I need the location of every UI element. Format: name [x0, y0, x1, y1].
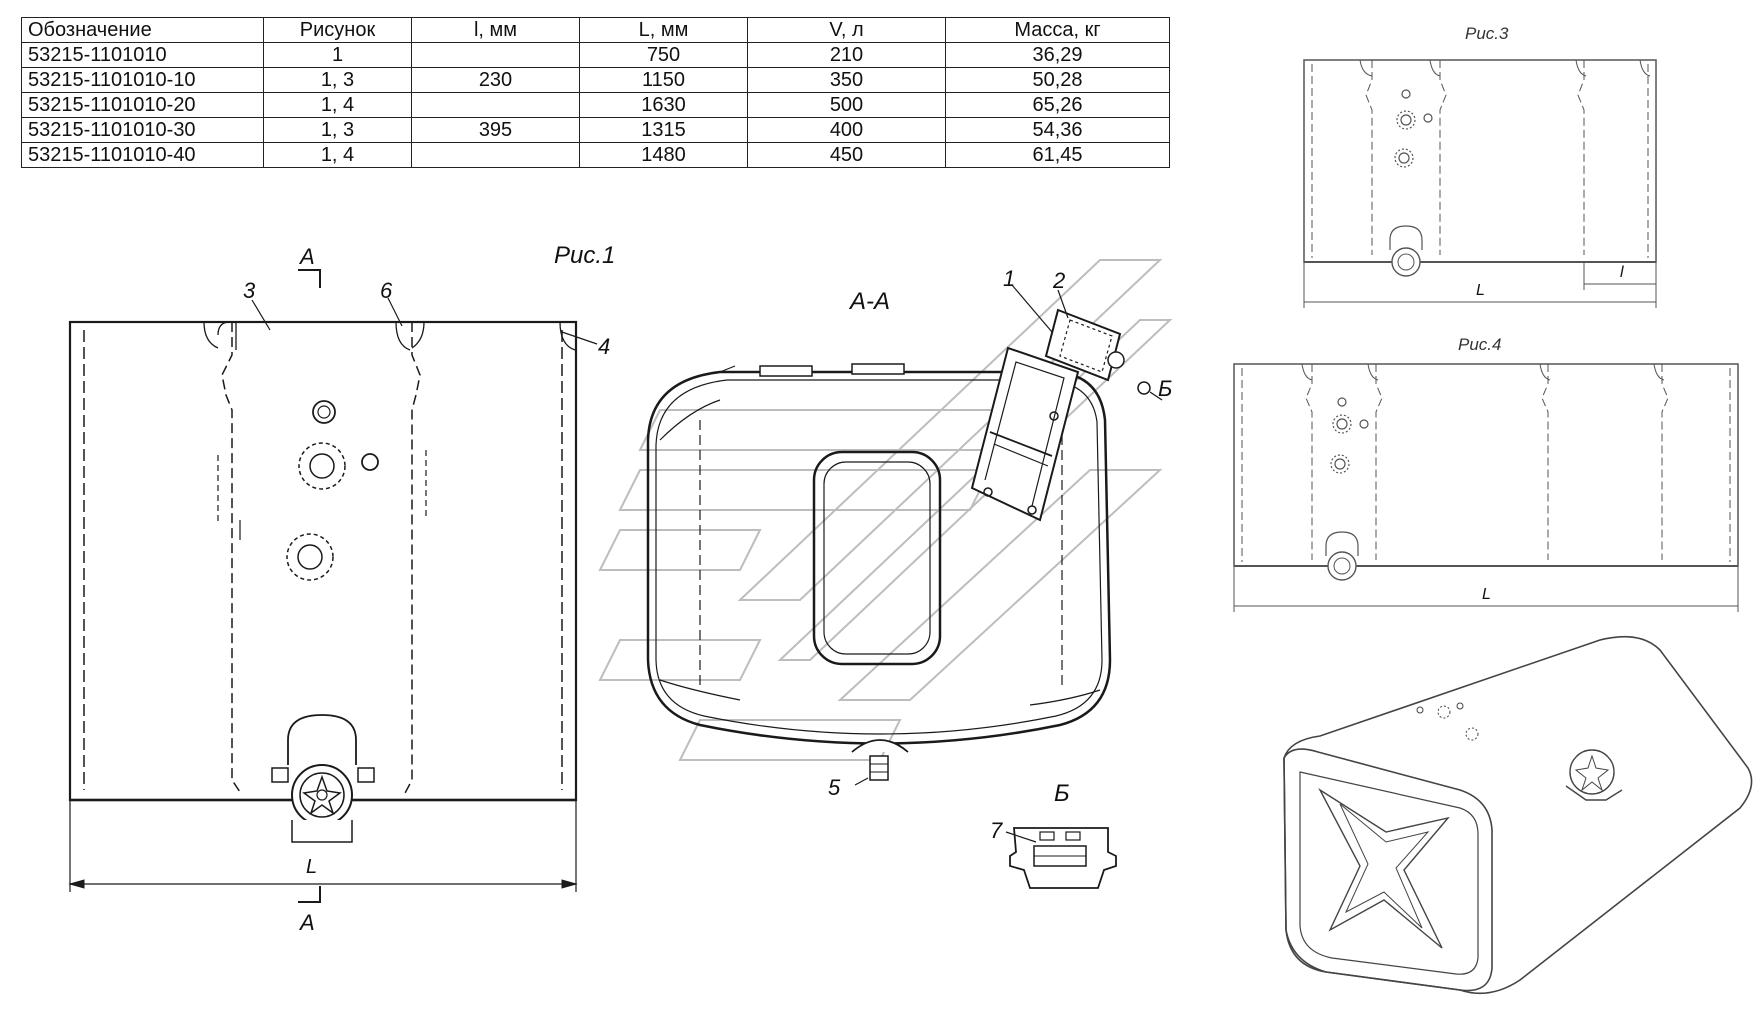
table-cell — [411, 92, 580, 118]
header-mass: Масса, кг — [945, 17, 1170, 43]
table-cell: 1480 — [579, 142, 748, 168]
table-row: 53215-1101010-20 1, 4 1630 500 65,26 — [21, 92, 1170, 118]
detail-b-view — [1005, 827, 1117, 889]
table-cell: 750 — [579, 42, 748, 68]
callout-5: 5 — [828, 775, 841, 800]
fig1-dimension-L: L — [306, 856, 318, 878]
isometric-view — [1283, 635, 1753, 995]
table-cell: 1 — [263, 42, 412, 68]
callout-6: 6 — [380, 278, 393, 303]
fig1-front-view — [68, 269, 598, 903]
section-aa-view — [646, 284, 1163, 786]
table-cell — [411, 142, 580, 168]
table-cell: 350 — [747, 67, 946, 93]
detail-b-title: Б — [1054, 780, 1070, 807]
table-cell: 65,26 — [945, 92, 1170, 118]
fig1-title: Рис.1 — [554, 242, 616, 269]
callout-7: 7 — [990, 818, 1003, 843]
section-mark-top: А — [300, 244, 315, 269]
table-cell: 1, 3 — [263, 67, 412, 93]
fig3-view — [1303, 59, 1657, 308]
callout-b-ref: Б — [1158, 376, 1173, 401]
table-cell: 450 — [747, 142, 946, 168]
header-figure: Рисунок — [263, 17, 412, 43]
table-cell: 210 — [747, 42, 946, 68]
fig4-dimension-L: L — [1482, 586, 1491, 603]
table-row: 53215-1101010-40 1, 4 1480 450 61,45 — [21, 142, 1170, 168]
table-row: 53215-1101010-10 1, 3 230 1150 350 50,28 — [21, 67, 1170, 93]
table-cell: 53215-1101010-20 — [21, 92, 264, 118]
callout-4: 4 — [598, 334, 611, 359]
table-cell: 500 — [747, 92, 946, 118]
table-cell: 53215-1101010-30 — [21, 117, 264, 143]
table-row: 53215-1101010 1 750 210 36,29 — [21, 42, 1170, 68]
table-cell: 400 — [747, 117, 946, 143]
callout-2: 2 — [1053, 268, 1066, 293]
header-L-mm: L, мм — [579, 17, 748, 43]
table-cell: 53215-1101010 — [21, 42, 264, 68]
table-cell: 395 — [411, 117, 580, 143]
table-cell: 36,29 — [945, 42, 1170, 68]
table-row: 53215-1101010-30 1, 3 395 1315 400 54,36 — [21, 117, 1170, 143]
section-aa-title: А-А — [850, 288, 891, 315]
section-mark-bottom: А — [300, 910, 315, 935]
table-cell: 1, 4 — [263, 142, 412, 168]
fig3-dimension-l: l — [1620, 264, 1624, 281]
watermark-logo — [598, 259, 1173, 761]
fig4-view — [1233, 363, 1739, 612]
table-cell: 1150 — [579, 67, 748, 93]
table-cell: 53215-1101010-40 — [21, 142, 264, 168]
callout-1: 1 — [1003, 266, 1016, 291]
table-header-row: Обозначение Рисунок l, мм L, мм V, л Мас… — [21, 17, 1170, 43]
fig3-title: Рис.3 — [1465, 24, 1509, 43]
spec-table: Обозначение Рисунок l, мм L, мм V, л Мас… — [21, 17, 1170, 168]
table-cell: 1630 — [579, 92, 748, 118]
callout-3: 3 — [243, 278, 256, 303]
table-cell: 53215-1101010-10 — [21, 67, 264, 93]
table-cell: 50,28 — [945, 67, 1170, 93]
table-cell: 61,45 — [945, 142, 1170, 168]
fig4-title: Рис.4 — [1458, 335, 1502, 354]
table-cell: 54,36 — [945, 117, 1170, 143]
header-designation: Обозначение — [21, 17, 264, 43]
fig3-dimension-L: L — [1476, 282, 1485, 299]
